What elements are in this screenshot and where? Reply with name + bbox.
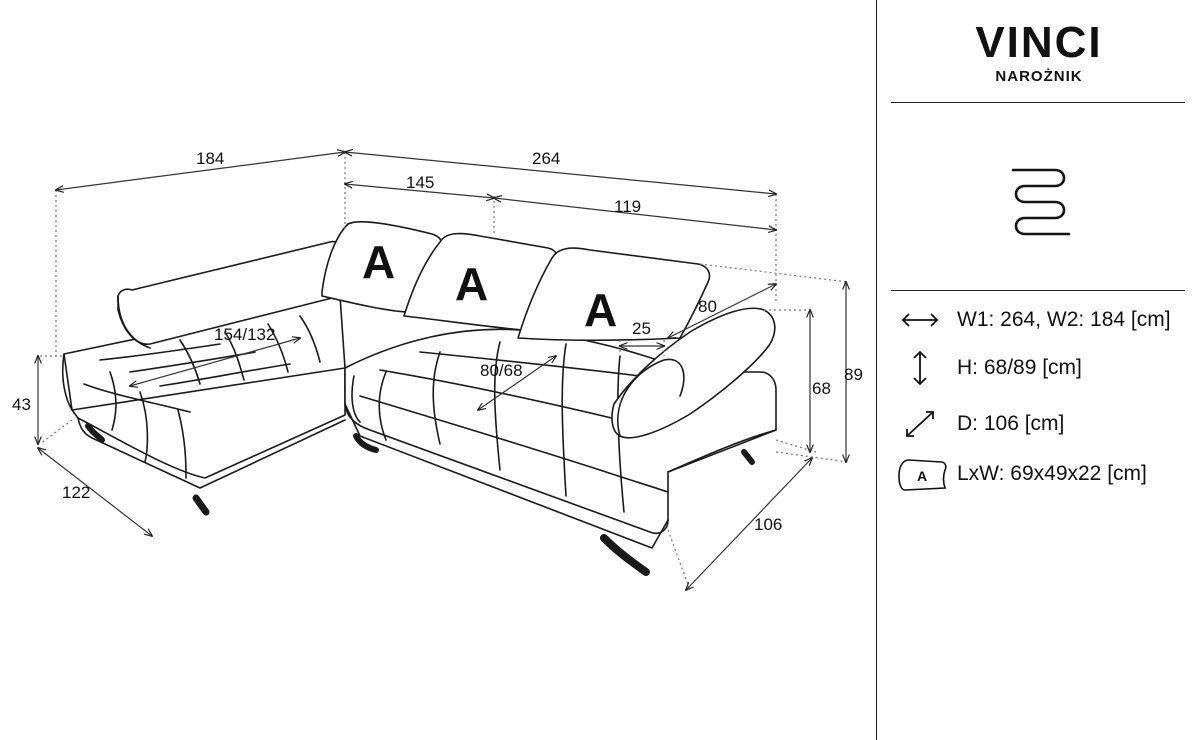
- dim-label-80: 80: [698, 297, 717, 316]
- dim-line-80-68: [478, 356, 556, 410]
- dim-label-89: 89: [844, 365, 863, 384]
- cushion-a-icon: A: [898, 459, 947, 491]
- dim-label-25: 25: [632, 319, 651, 338]
- product-name: VINCI: [975, 18, 1103, 67]
- dim-line-106: [686, 458, 812, 590]
- dim-label-122: 122: [62, 483, 90, 502]
- dim-line-264: [345, 152, 776, 194]
- dim-line-145: [345, 184, 494, 198]
- dim-label-43: 43: [12, 395, 31, 414]
- cushion-label-left: A: [362, 236, 395, 288]
- spec-panel: VINCI NAROŻNIK W1: 264, W2: 184 [cm] H: …: [876, 0, 1200, 740]
- cushion-labels: A A A: [362, 236, 617, 336]
- dim-label-106: 106: [754, 515, 782, 534]
- sofa-outline: [61, 221, 777, 576]
- sofa-technical-drawing: A A A: [12, 0, 863, 740]
- spec-row-height: H: 68/89 [cm]: [895, 350, 1195, 386]
- dimension-lines: [38, 152, 848, 590]
- spec-depth-text: D: 106 [cm]: [957, 412, 1065, 435]
- spec-height-text: H: 68/89 [cm]: [957, 356, 1082, 379]
- spec-width-text: W1: 264, W2: 184 [cm]: [957, 308, 1171, 331]
- dim-label-145: 145: [406, 173, 434, 192]
- product-type: NAROŻNIK: [995, 68, 1083, 85]
- dim-line-80: [668, 284, 776, 338]
- dim-label-68: 68: [812, 379, 831, 398]
- dim-label-154-132: 154/132: [214, 325, 275, 344]
- width-arrows-icon: [901, 313, 939, 327]
- depth-arrows-icon: [906, 411, 934, 437]
- cushion-label-right: A: [584, 284, 617, 336]
- dim-label-119: 119: [614, 197, 641, 216]
- spec-row-width: W1: 264, W2: 184 [cm]: [895, 302, 1195, 338]
- spec-row-depth: D: 106 [cm]: [895, 406, 1195, 442]
- dimension-labels: 184 264 145 119 154/132 80/68 80 25 43 1…: [12, 149, 863, 534]
- cushion-a-icon-label: A: [917, 468, 927, 484]
- heating-coil-icon: [1011, 168, 1071, 236]
- dim-line-154-132: [130, 338, 300, 386]
- spec-row-cushion: A LxW: 69x49x22 [cm]: [895, 456, 1195, 492]
- cushion-label-middle: A: [455, 258, 488, 310]
- dim-line-122: [38, 448, 152, 536]
- height-arrows-icon: [913, 350, 927, 386]
- dim-label-264: 264: [532, 149, 560, 168]
- spec-cushion-text: LxW: 69x49x22 [cm]: [957, 462, 1147, 485]
- dim-line-184: [56, 152, 345, 190]
- dim-label-184: 184: [196, 149, 224, 168]
- dim-line-119: [494, 198, 776, 230]
- panel-divider-bottom: [891, 290, 1185, 291]
- panel-divider-top: [891, 102, 1185, 103]
- dim-label-80-68: 80/68: [480, 361, 523, 380]
